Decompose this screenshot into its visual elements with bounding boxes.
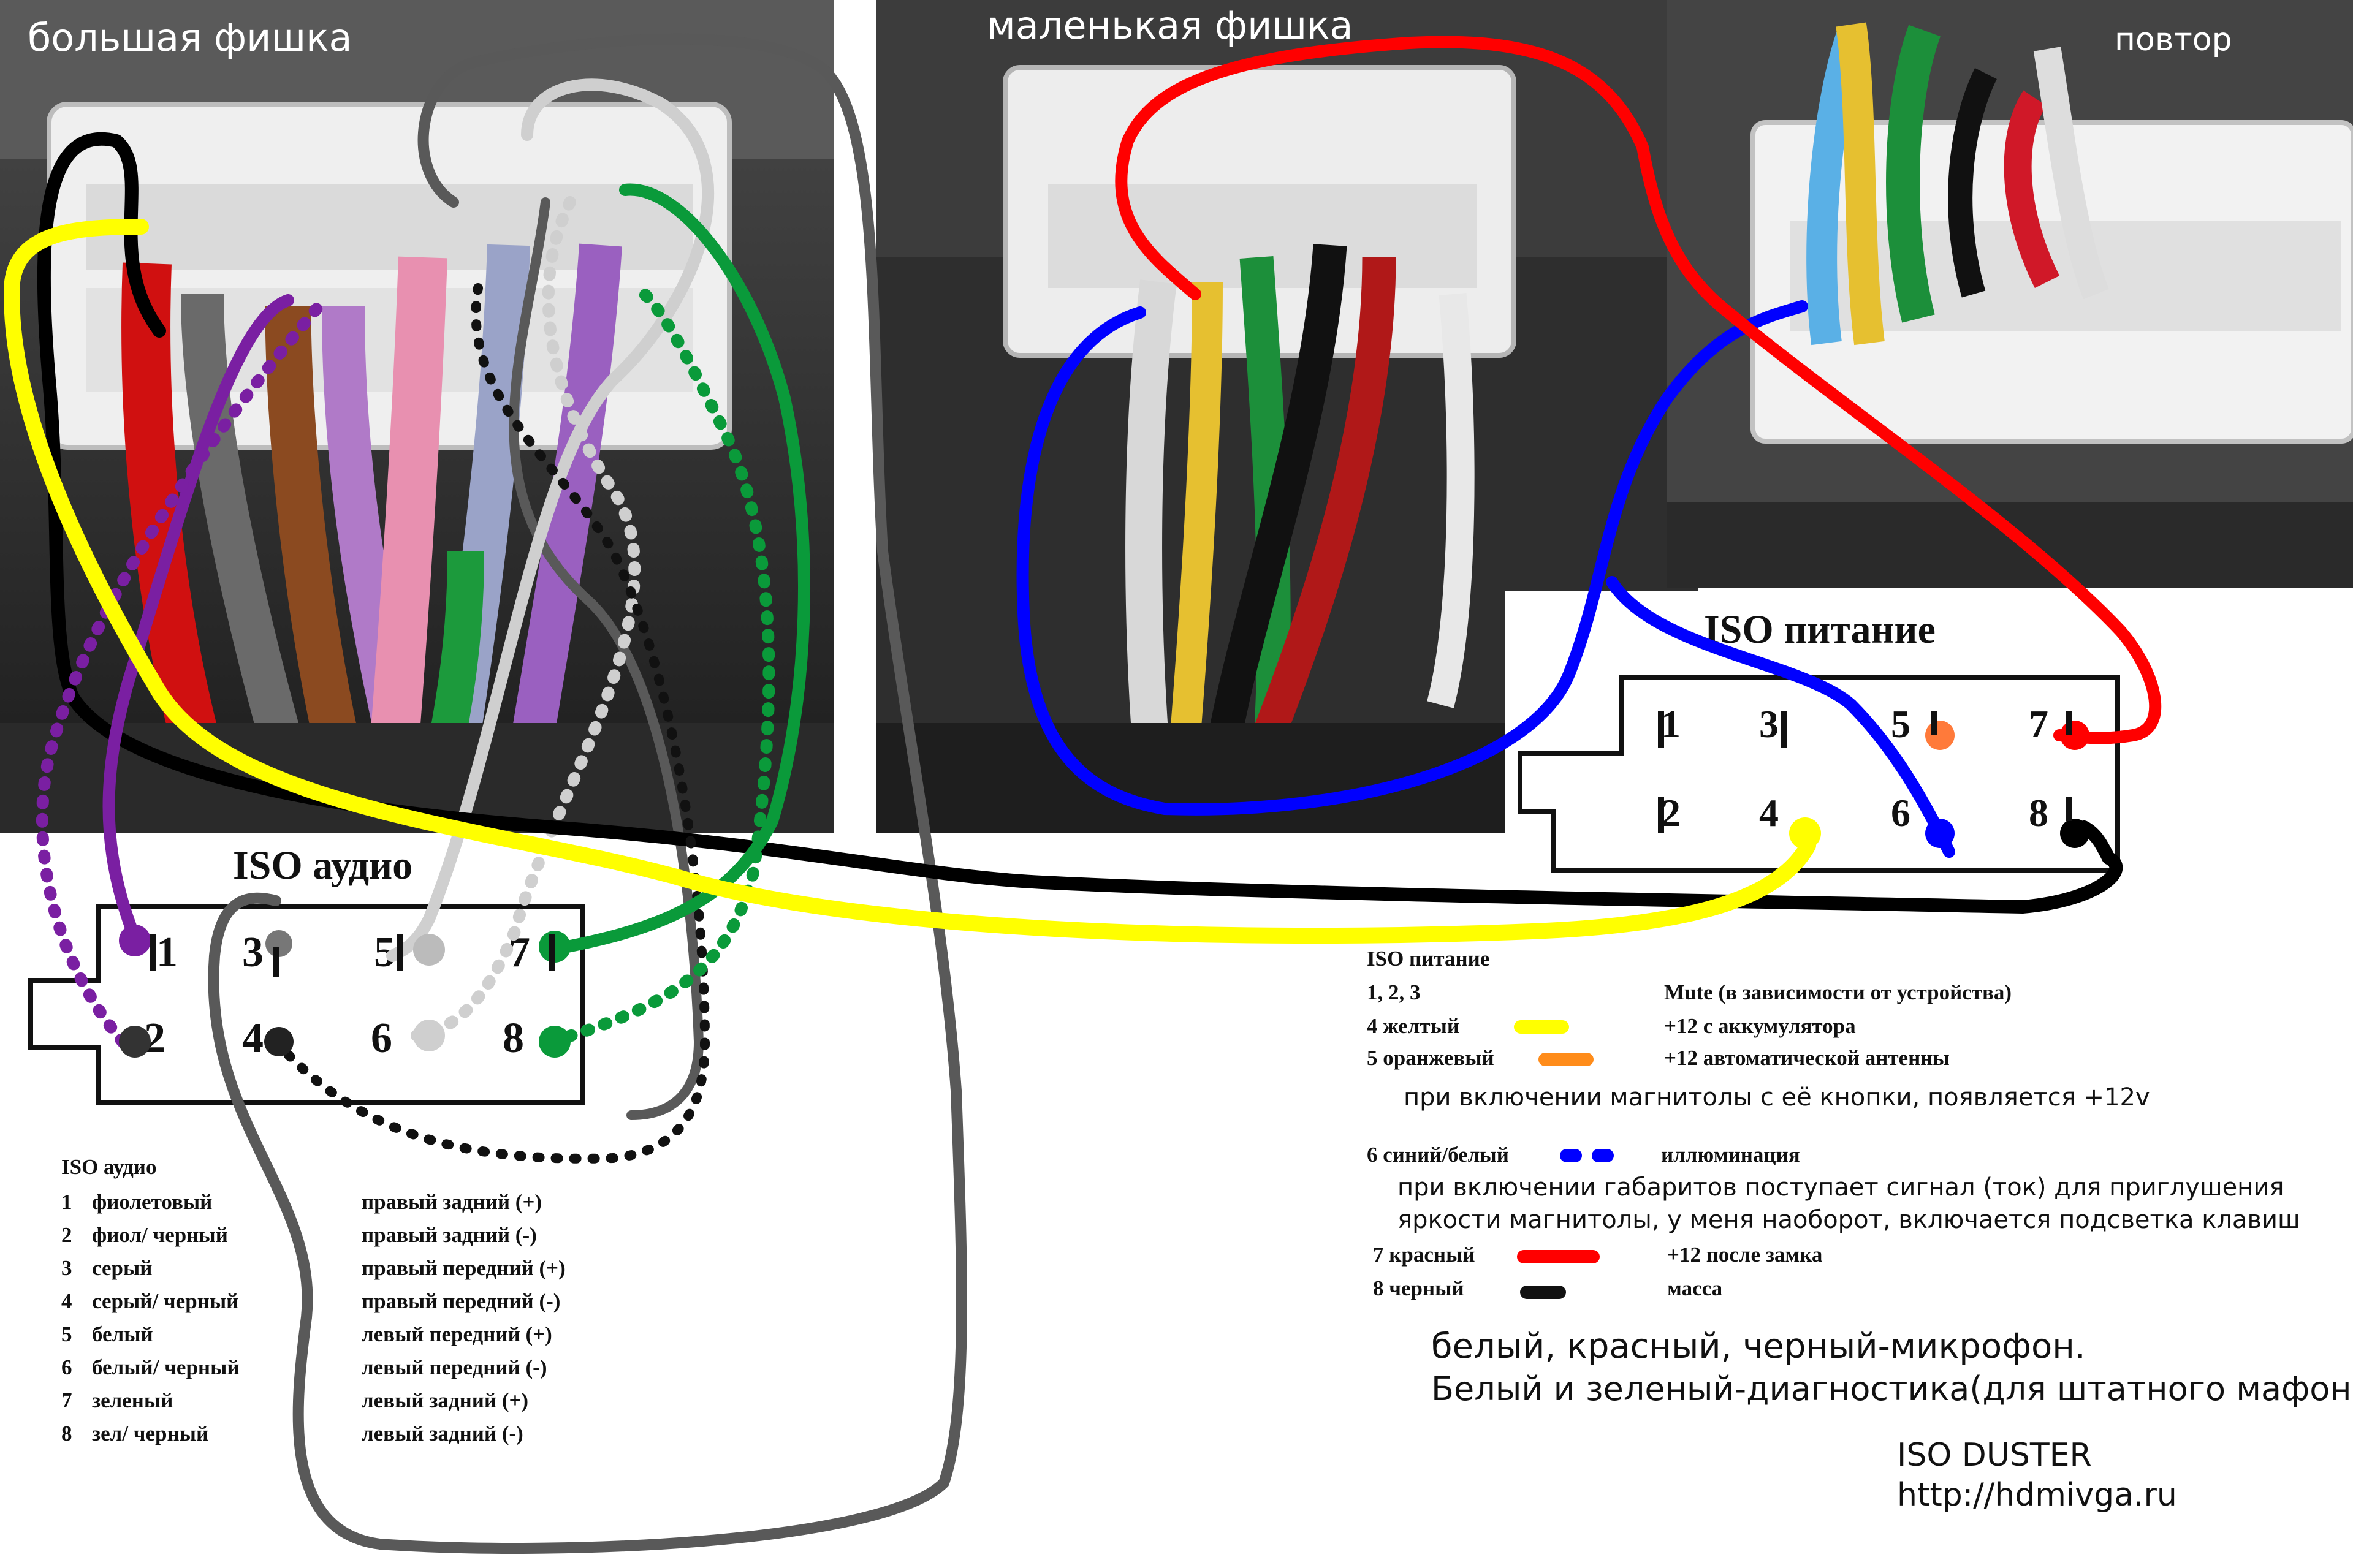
audio-legend-color-7: зеленый xyxy=(92,1388,173,1412)
power-legend-right-2: +12 с аккумулятора xyxy=(1664,1014,1856,1038)
power-pin-4: 4 xyxy=(1759,791,1779,835)
audio-legend-color-4: серый/ черный xyxy=(92,1289,239,1313)
power-legend-left-1: 1, 2, 3 xyxy=(1367,980,1421,1004)
power-pin-8: 8 xyxy=(2029,791,2048,835)
audio-legend-desc-2: правый задний (-) xyxy=(362,1223,537,1247)
big-connector-label: большая фишка xyxy=(28,15,352,60)
audio-legend-num-4: 4 xyxy=(61,1289,72,1313)
power-legend-right-5: +12 после замка xyxy=(1667,1243,1823,1267)
power-legend-right-6: масса xyxy=(1667,1276,1723,1300)
iso-audio-connector-outline xyxy=(28,904,585,1105)
audio-legend-desc-6: левый передний (-) xyxy=(362,1355,547,1379)
power-legend-swatch-black xyxy=(1520,1286,1566,1299)
power-legend-swatch-blue xyxy=(1560,1149,1615,1162)
audio-legend-desc-5: левый передний (+) xyxy=(362,1322,552,1346)
audio-pin-8: 8 xyxy=(503,1015,524,1062)
audio-legend-color-6: белый/ черный xyxy=(92,1355,240,1379)
power-legend-swatch-orange xyxy=(1538,1053,1594,1066)
audio-legend-color-5: белый xyxy=(92,1322,153,1346)
repeat-label: повтор xyxy=(2115,21,2232,58)
power-legend-left-2: 4 желтый xyxy=(1367,1014,1460,1038)
audio-legend-color-1: фиолетовый xyxy=(92,1190,213,1214)
power-legend-right-4: иллюминация xyxy=(1661,1143,1800,1167)
power-pin-2: 2 xyxy=(1661,791,1681,835)
credits-url: http://hdmivga.ru xyxy=(1897,1477,2177,1513)
iso-audio-title: ISO аудио xyxy=(233,843,413,888)
power-note-antenna: при включении магнитолы с её кнопки, поя… xyxy=(1404,1083,2150,1112)
audio-pin-4: 4 xyxy=(242,1015,264,1062)
power-legend-left-4: 6 синий/белый xyxy=(1367,1143,1509,1167)
power-pin-5: 5 xyxy=(1891,702,1910,746)
power-legend-left-3: 5 оранжевый xyxy=(1367,1046,1494,1070)
audio-pin-1: 1 xyxy=(156,929,178,976)
audio-legend-desc-4: правый передний (-) xyxy=(362,1289,561,1313)
power-legend-right-1: Mute (в зависимости от устройства) xyxy=(1664,980,2012,1004)
audio-pin-3: 3 xyxy=(242,929,264,976)
power-legend-left-6: 8 черный xyxy=(1373,1276,1464,1300)
audio-legend-color-8: зел/ черный xyxy=(92,1422,209,1445)
power-note-illum-1: при включении габаритов поступает сигнал… xyxy=(1397,1173,2284,1202)
audio-legend-num-7: 7 xyxy=(61,1388,72,1412)
power-legend-swatch-red xyxy=(1517,1250,1600,1263)
small-connector-label: маленькая фишка xyxy=(987,3,1353,48)
power-legend-left-5: 7 красный xyxy=(1373,1243,1475,1267)
audio-legend-num-3: 3 xyxy=(61,1256,72,1280)
note-microphone: белый, красный, черный-микрофон. xyxy=(1431,1327,2086,1366)
credits-title: ISO DUSTER xyxy=(1897,1437,2092,1474)
power-pin-6: 6 xyxy=(1891,791,1910,835)
audio-legend-num-2: 2 xyxy=(61,1223,72,1247)
power-pin-1: 1 xyxy=(1661,702,1681,746)
photo-repeat-connector xyxy=(1667,0,2353,588)
audio-legend-desc-1: правый задний (+) xyxy=(362,1190,542,1214)
power-legend-right-3: +12 автоматической антенны xyxy=(1664,1046,1950,1070)
audio-legend-num-1: 1 xyxy=(61,1190,72,1214)
power-pin-3: 3 xyxy=(1759,702,1779,746)
audio-legend-num-5: 5 xyxy=(61,1322,72,1346)
audio-pin-5: 5 xyxy=(374,929,395,976)
audio-pin-7: 7 xyxy=(509,929,530,976)
audio-legend-title: ISO аудио xyxy=(61,1155,157,1179)
power-pin-7: 7 xyxy=(2029,702,2048,746)
power-legend-title: ISO питание xyxy=(1367,947,1490,971)
audio-legend-desc-8: левый задний (-) xyxy=(362,1422,523,1445)
photo-big-connector xyxy=(0,0,834,833)
audio-legend-num-6: 6 xyxy=(61,1355,72,1379)
power-legend-swatch-yellow xyxy=(1514,1020,1569,1034)
audio-legend-desc-7: левый задний (+) xyxy=(362,1388,529,1412)
iso-audio-connector xyxy=(25,895,601,1115)
audio-legend-num-8: 8 xyxy=(61,1422,72,1445)
audio-legend-color-2: фиол/ черный xyxy=(92,1223,228,1247)
power-note-illum-2: яркости магнитолы, у меня наоборот, вклю… xyxy=(1397,1206,2300,1234)
audio-legend-desc-3: правый передний (+) xyxy=(362,1256,566,1280)
audio-pin-2: 2 xyxy=(144,1015,165,1062)
audio-legend-color-3: серый xyxy=(92,1256,153,1280)
iso-power-title: ISO питание xyxy=(1704,607,1936,652)
audio-pin-6: 6 xyxy=(371,1015,392,1062)
note-diagnostics: Белый и зеленый-диагностика(для штатного… xyxy=(1431,1369,2353,1408)
